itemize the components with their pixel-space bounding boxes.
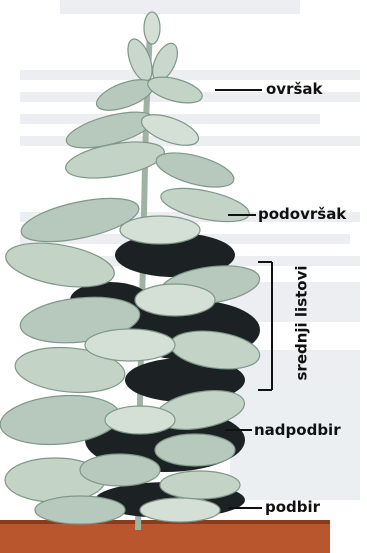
label-sub-top: podovršak	[258, 207, 346, 222]
label-middle: srednji listovi	[295, 271, 310, 381]
label-top: ovršak	[266, 82, 323, 97]
soil-ground	[0, 520, 330, 553]
label-lower: podbir	[265, 500, 320, 515]
label-above-lower: nadpodbir	[254, 423, 341, 438]
